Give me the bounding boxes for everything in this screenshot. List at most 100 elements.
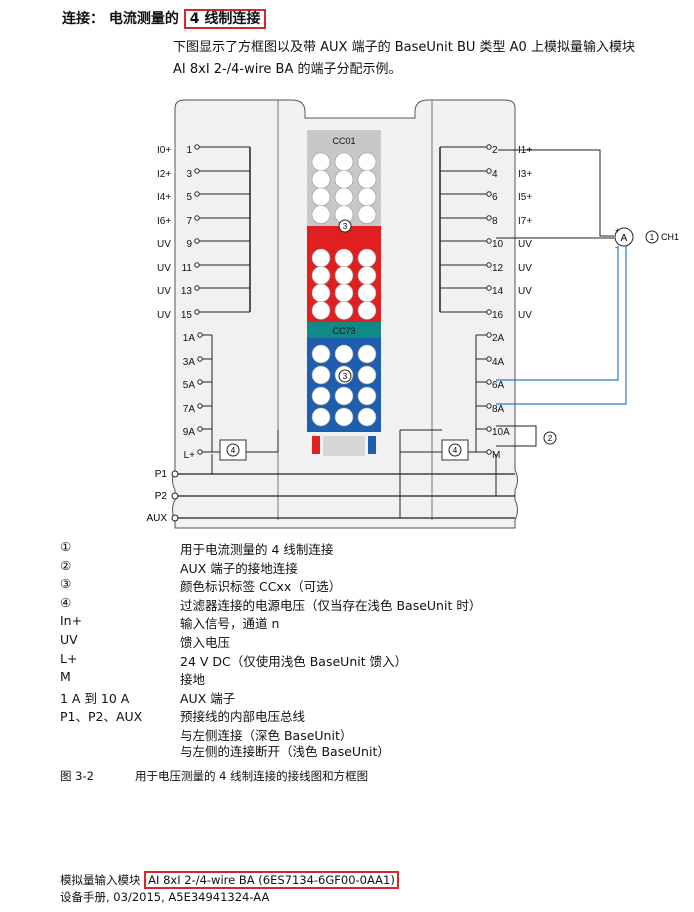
legend-value-4: 输入信号，通道 n [180, 616, 280, 632]
left-aux-0: 1A [183, 333, 196, 344]
right-signal-3: I7+ [518, 216, 532, 227]
legend-key-8: 1 A 到 10 A [60, 690, 130, 706]
right-signal-5: UV [518, 263, 532, 274]
left-terminal-0: 1 [186, 145, 192, 156]
left-signal-4: UV [157, 239, 171, 250]
ch1-label: CH1 [661, 232, 679, 242]
right-signal-1: I3+ [518, 169, 532, 180]
legend-key-0: ① [60, 539, 72, 554]
left-aux-4: 9A [183, 427, 196, 438]
ch1-blue-wiring [496, 246, 627, 405]
svg-text:-: - [615, 243, 618, 252]
legend-value-2: 颜色标识标签 CCxx（可选） [180, 579, 342, 595]
left-terminal-4: 9 [186, 239, 192, 250]
footer-line-1: 模拟量输入模块 AI 8xI 2-/4-wire BA (6ES7134-6GF… [60, 871, 399, 889]
right-terminal-6: 14 [492, 286, 504, 297]
heading-highlight: 4 线制连接 [183, 9, 267, 29]
ammeter-symbol [614, 227, 634, 247]
right-signal-6: UV [518, 286, 532, 297]
footer-line-2: 设备手册, 03/2015, A5E34941324-AA [60, 890, 270, 904]
legend-key-1: ② [60, 557, 72, 573]
left-signal-3: I6+ [157, 216, 171, 227]
right-aux-3: 8A [492, 404, 505, 415]
legend-value-0: 用于电流测量的 4 线制连接 [180, 542, 334, 557]
callout-4-right [448, 443, 462, 457]
left-signal-6: UV [157, 286, 171, 297]
right-signal-2: I5+ [518, 192, 532, 203]
intro-line-2: AI 8xI 2-/4-wire BA 的端子分配示例。 [173, 62, 402, 77]
right-aux-1: 4A [492, 357, 505, 368]
footer-prefix: 模拟量输入模块 [60, 873, 145, 887]
svg-text:1: 1 [650, 233, 655, 242]
callout-3-upper [338, 219, 352, 233]
left-aux-5: L+ [184, 450, 196, 461]
left-terminal-5: 11 [182, 263, 193, 274]
legend-value-1: AUX 端子的接地连接 [180, 560, 298, 576]
legend-key-6: L+ [60, 650, 78, 666]
legend-key-5: UV [60, 632, 78, 647]
bus-lines [175, 473, 515, 519]
teal-strip [307, 322, 381, 338]
right-signal-4: UV [518, 239, 532, 250]
right-aux-0: 2A [492, 333, 505, 344]
left-aux-3: 7A [183, 404, 196, 415]
left-aux-2: 5A [183, 380, 196, 391]
footer-highlight: AI 8xI 2-/4-wire BA (6ES7134-6GF00-0AA1) [144, 871, 399, 889]
right-terminal-5: 12 [492, 263, 504, 274]
right-terminal-0: 2 [492, 145, 498, 156]
figure-title: 用于电压测量的 4 线制连接的接线图和方框图 [135, 769, 369, 783]
svg-text:+: + [615, 226, 620, 235]
svg-text:3: 3 [343, 222, 348, 231]
callout-2-circle [543, 431, 557, 445]
legend-key-2: ③ [60, 576, 72, 592]
left-terminal-6: 13 [181, 286, 193, 297]
svg-text:4: 4 [453, 446, 458, 455]
section-heading: 连接： 电流测量的 4 线制连接 [62, 8, 267, 29]
bus-label-p1: P1 [155, 469, 168, 480]
left-signal-1: I2+ [157, 169, 171, 180]
left-signal-0: I0+ [157, 145, 171, 156]
legend-value-5: 馈入电压 [180, 635, 231, 650]
callout-3-lower [338, 369, 352, 383]
legend-extra-1: 与左侧连接（深色 BaseUnit） [180, 728, 353, 743]
right-terminal-1: 4 [492, 169, 498, 180]
legend-value-9: 预接线的内部电压总线 [180, 709, 306, 725]
legend-value-7: 接地 [180, 672, 206, 688]
ammeter-label: A [621, 233, 628, 244]
left-signal-2: I4+ [157, 192, 171, 203]
legend-value-6: 24 V DC（仅使用浅色 BaseUnit 馈入） [180, 653, 408, 669]
callout-4-left [226, 443, 240, 457]
callout-1-circle [645, 230, 659, 244]
right-aux-4: 10A [492, 427, 510, 438]
legend-key-7: M [60, 669, 71, 685]
left-terminal-2: 5 [186, 192, 192, 203]
left-aux-1: 3A [183, 357, 196, 368]
center-terminal-blocks: CC01CC73CC73 [307, 130, 381, 456]
center-block-label-0: CC01 [332, 136, 355, 146]
svg-text:4: 4 [231, 446, 236, 455]
right-terminal-4: 10 [492, 239, 504, 250]
bus-taps [211, 430, 497, 518]
left-signal-5: UV [157, 263, 171, 274]
right-aux-2: 6A [492, 380, 505, 391]
left-terminal-1: 3 [186, 169, 192, 180]
legend-extra-2: 与左侧的连接断开（浅色 BaseUnit） [180, 744, 390, 759]
legend-value-8: AUX 端子 [180, 690, 236, 706]
right-signal-7: UV [518, 310, 532, 321]
wiring-diagram: CC01CC73CC73 I0+12I1+I2+34I3+I4+56I5+I6+… [146, 99, 679, 529]
left-terminal-7: 15 [181, 310, 193, 321]
ch1-wiring [496, 149, 614, 239]
left-signal-7: UV [157, 310, 171, 321]
bus-label-p2: P2 [155, 491, 168, 502]
legend-key-9: P1、P2、AUX [60, 709, 143, 725]
right-terminal-7: 16 [492, 310, 504, 321]
legend-key-4: In+ [60, 613, 83, 629]
right-terminal-3: 8 [492, 216, 498, 227]
legend-key-3: ④ [60, 594, 72, 610]
intro-line-1: 下图显示了方框图以及带 AUX 端子的 BaseUnit BU 类型 A0 上模… [173, 40, 635, 55]
svg-text:3: 3 [343, 372, 348, 381]
svg-text:2: 2 [548, 434, 553, 443]
aux-ground-bracket [496, 425, 537, 447]
bus-label-aux: AUX [146, 513, 167, 524]
